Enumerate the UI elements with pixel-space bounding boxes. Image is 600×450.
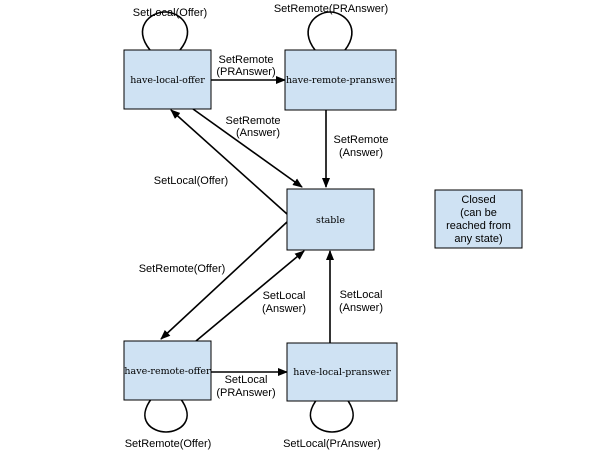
closed-line-2: (can be <box>460 207 497 219</box>
label-hlo-to-stable-1: SetRemote <box>225 115 280 127</box>
edge-stable-to-hlo <box>170 109 288 215</box>
label-loop-have-remote-offer: SetRemote(Offer) <box>125 438 212 450</box>
edge-hro-to-stable <box>195 250 305 342</box>
node-have-local-offer: have-local-offer <box>123 49 212 110</box>
node-label: have-remote-pranswer <box>286 75 396 86</box>
label-hro-to-hlp-2: (PRAnswer) <box>216 387 275 399</box>
label-hlo-to-hrp-1: SetRemote <box>218 54 273 66</box>
label-hlo-to-hrp-2: (PRAnswer) <box>216 66 275 78</box>
label-hro-to-stable-1: SetLocal <box>263 290 306 302</box>
node-label: stable <box>316 215 345 226</box>
closed-line-1: Closed <box>461 194 495 206</box>
label-stable-to-hlo: SetLocal(Offer) <box>154 175 228 187</box>
label-loop-have-local-offer: SetLocal(Offer) <box>133 7 207 19</box>
label-stable-to-hro: SetRemote(Offer) <box>139 263 226 275</box>
closed-line-4: any state) <box>454 233 502 245</box>
label-hlp-to-stable-2: (Answer) <box>339 302 383 314</box>
node-have-local-pranswer: have-local-pranswer <box>286 342 398 402</box>
closed-note: Closed (can be reached from any state) <box>434 189 523 249</box>
node-label: have-local-pranswer <box>293 367 391 378</box>
label-hrp-to-stable-1: SetRemote <box>333 134 388 146</box>
loop-have-local-pranswer <box>309 397 354 433</box>
node-have-remote-pranswer: have-remote-pranswer <box>284 49 397 111</box>
label-hro-to-hlp-1: SetLocal <box>225 374 268 386</box>
label-hlo-to-stable-2: (Answer) <box>236 127 280 139</box>
label-hlp-to-stable-1: SetLocal <box>340 289 383 301</box>
label-hro-to-stable-2: (Answer) <box>262 303 306 315</box>
node-stable: stable <box>286 188 375 251</box>
node-label: have-remote-offer <box>124 366 211 377</box>
label-loop-have-local-pranswer: SetLocal(PrAnswer) <box>283 438 381 450</box>
node-have-remote-offer: have-remote-offer <box>123 340 212 401</box>
label-loop-have-remote-pranswer: SetRemote(PRAnswer) <box>274 3 388 15</box>
edge-stable-to-hro <box>160 221 288 340</box>
label-hrp-to-stable-2: (Answer) <box>339 147 383 159</box>
closed-line-3: reached from <box>446 220 511 232</box>
loop-have-remote-offer <box>144 397 188 433</box>
edge-hlo-to-stable <box>192 108 303 188</box>
loop-have-remote-pranswer <box>307 11 353 51</box>
node-label: have-local-offer <box>130 75 205 86</box>
loop-have-local-offer <box>141 11 189 51</box>
